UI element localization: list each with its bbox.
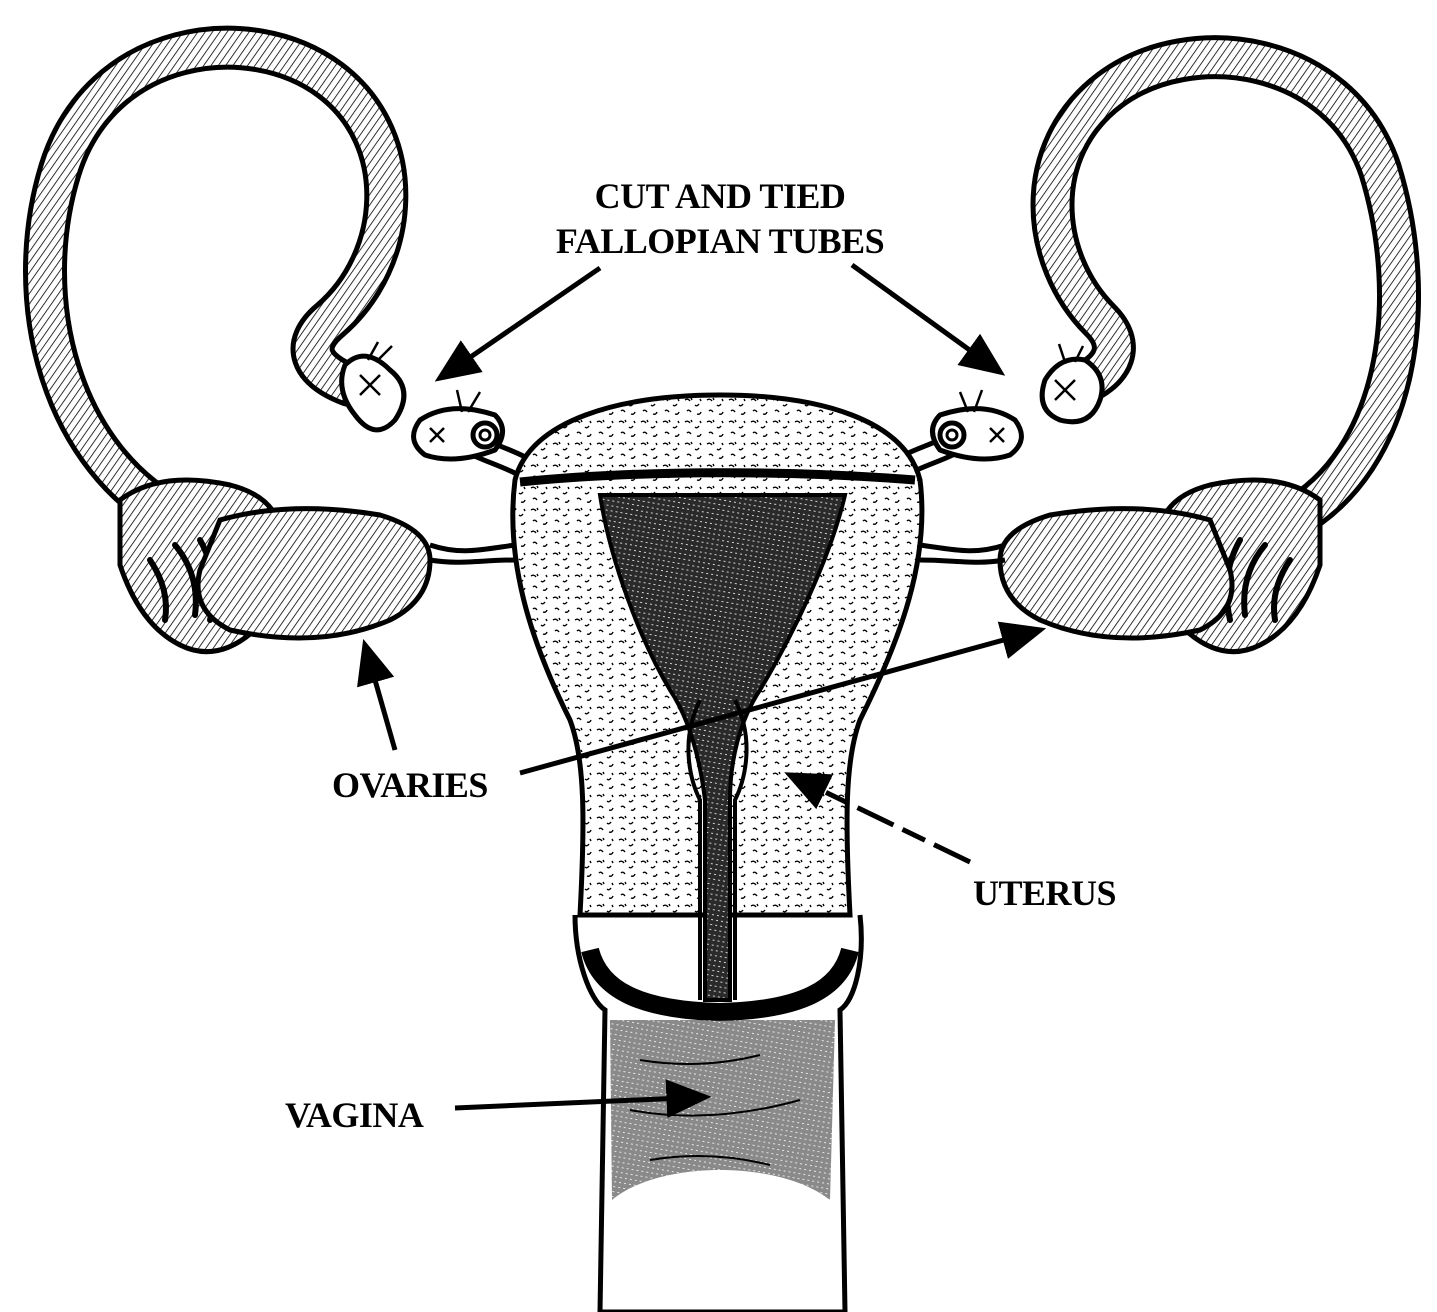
right-tied-stump [905, 390, 1021, 465]
arrow-tubes-right [852, 265, 1000, 372]
arrow-ovaries-left [365, 645, 395, 750]
right-ovary [920, 480, 1320, 652]
right-fallopian-tube [1042, 57, 1399, 520]
label-tubes-line2: FALLOPIAN TUBES [556, 221, 884, 261]
label-uterus: UTERUS [973, 873, 1116, 913]
arrow-tubes-left [440, 268, 600, 378]
label-tubes-line1: CUT AND TIED [595, 176, 846, 216]
label-ovaries: OVARIES [332, 765, 488, 805]
uterus [513, 395, 922, 1000]
label-vagina: VAGINA [285, 1095, 424, 1135]
left-tied-stump [414, 390, 520, 465]
left-fallopian-tube [45, 48, 404, 520]
left-ovary [120, 480, 515, 652]
